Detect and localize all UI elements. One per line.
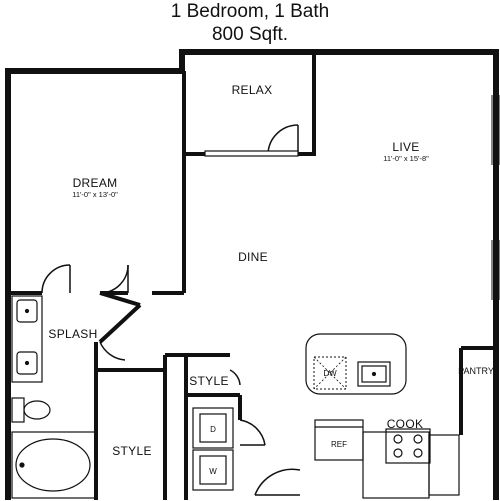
vanity-sinks [11, 295, 43, 383]
unit-type-title: 1 Bedroom, 1 Bath [170, 1, 330, 22]
windows [491, 95, 500, 300]
dishwasher: DW [313, 356, 347, 390]
dryer-label: D [210, 425, 216, 434]
room-dream: DREAM [73, 176, 118, 190]
room-splash: SPLASH [48, 327, 97, 341]
room-dream-dims: 11'-0" x 13'-0" [72, 190, 118, 199]
exterior-walls [5, 49, 499, 500]
dishwasher-label: DW [323, 369, 337, 378]
room-relax: RELAX [232, 83, 273, 97]
washer-label: W [209, 467, 217, 476]
room-style-walkin: STYLE [112, 444, 152, 458]
kitchen-island [305, 333, 407, 395]
refrigerator-label: REF [331, 440, 347, 449]
room-style-closet: STYLE [189, 374, 229, 388]
room-live: LIVE [392, 140, 419, 154]
door-swings [41, 124, 301, 496]
room-cook: COOK [387, 417, 424, 431]
room-live-dims: 11'-0" x 15'-8" [383, 154, 429, 163]
room-dine: DINE [238, 250, 268, 264]
toilet [11, 397, 51, 423]
bathtub [11, 431, 97, 499]
interior-walls [8, 52, 496, 500]
room-pantry: PANTRY [458, 366, 494, 376]
area-title: 800 Sqft. [211, 24, 289, 45]
laundry-units [192, 407, 234, 491]
kitchen-counter [314, 419, 460, 499]
